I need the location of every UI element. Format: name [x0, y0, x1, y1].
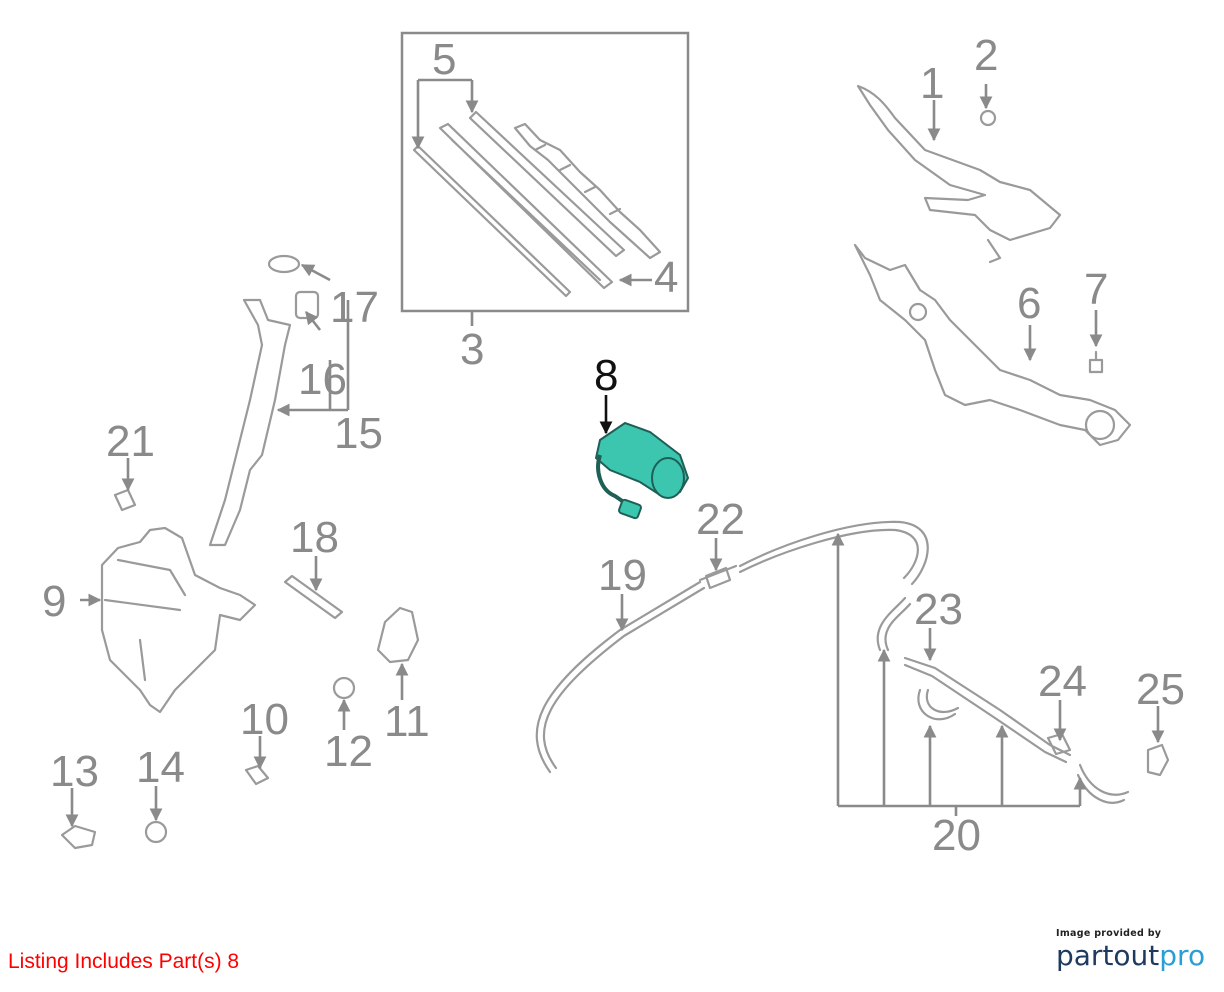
- wiper-blade-group: [400, 31, 690, 313]
- credit-line: Image provided by: [1056, 928, 1162, 939]
- wiper-motor-highlighted: [594, 421, 690, 520]
- washer-filler-neck: [208, 254, 320, 547]
- callout-6: 6: [1017, 279, 1041, 328]
- blade-frame: [468, 110, 626, 258]
- callout-9: 9: [42, 577, 66, 626]
- callout-11: 11: [384, 697, 430, 746]
- callout-24: 24: [1038, 657, 1087, 706]
- callout-19: 19: [598, 551, 647, 600]
- wiper-arm: [856, 84, 1062, 264]
- callout-8: 8: [594, 351, 618, 400]
- callout-21: 21: [106, 417, 155, 466]
- callout-22: 22: [696, 495, 745, 544]
- wiper-linkage: [853, 243, 1132, 447]
- blade-rubber: [438, 122, 614, 290]
- callout-labels: 1 2 3 4 5 6 7 8 9 10 11 12 13 14 15 16 1…: [42, 31, 1185, 860]
- callout-25: 25: [1136, 665, 1185, 714]
- image-credit: Image provided by partoutpro: [1056, 928, 1206, 973]
- logo-part-1: partout: [1056, 939, 1160, 972]
- callout-23: 23: [914, 585, 963, 634]
- small-parts: [60, 488, 420, 850]
- callout-7: 7: [1084, 265, 1108, 314]
- callout-13: 13: [50, 747, 99, 796]
- washer-tank: [100, 526, 257, 714]
- partoutpro-logo: partoutpro: [1056, 939, 1206, 973]
- callout-1: 1: [920, 59, 944, 108]
- callout-14: 14: [136, 743, 185, 792]
- callout-10: 10: [240, 695, 289, 744]
- callout-20: 20: [932, 811, 981, 860]
- callout-5: 5: [432, 35, 456, 84]
- blade-insert: [412, 144, 572, 298]
- callout-12: 12: [324, 727, 373, 776]
- logo-part-2: pro: [1159, 939, 1206, 972]
- callout-15: 15: [334, 409, 383, 458]
- blade-box: [400, 31, 690, 313]
- callout-4: 4: [654, 253, 678, 302]
- callout-3: 3: [460, 325, 484, 374]
- callout-17: 17: [330, 283, 379, 332]
- leader-lines: [65, 78, 1165, 828]
- callout-2: 2: [974, 31, 998, 80]
- blade-arm-frame: [513, 122, 662, 260]
- listing-note: Listing Includes Part(s) 8: [8, 950, 240, 973]
- callout-16: 16: [298, 355, 347, 404]
- callout-18: 18: [290, 513, 339, 562]
